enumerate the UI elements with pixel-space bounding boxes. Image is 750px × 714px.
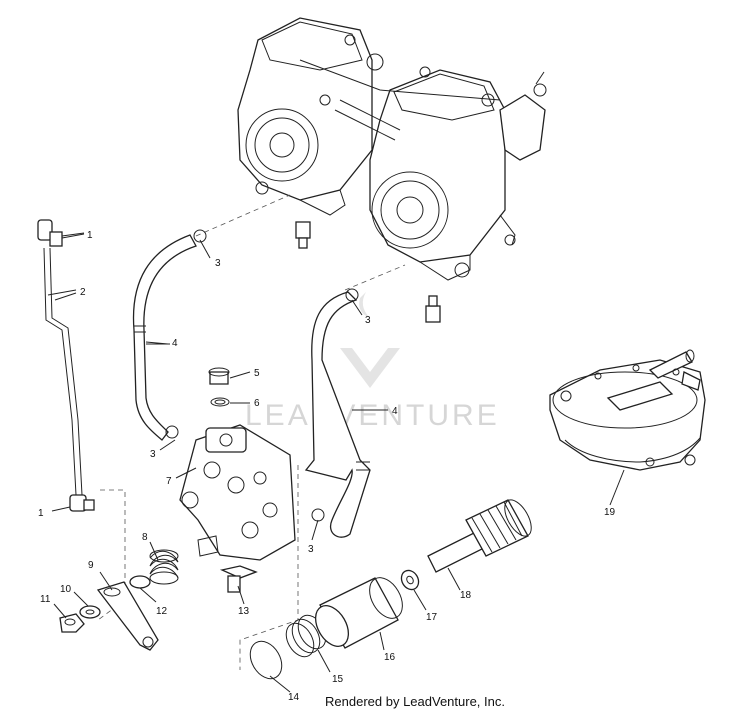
leadventure-watermark: LEADVENTURE <box>245 292 500 432</box>
callout-11: 11 <box>40 594 51 605</box>
callout-7: 7 <box>166 476 172 487</box>
callout-16: 16 <box>384 652 396 663</box>
callout-10: 10 <box>60 584 72 595</box>
callout-17: 17 <box>426 612 438 623</box>
footer-text: Rendered by LeadVenture, Inc. <box>325 694 505 709</box>
callout-3c: 3 <box>150 449 156 460</box>
callout-leaders <box>47 232 625 693</box>
part-7-oil-pump <box>179 367 296 593</box>
part-14-16-sleeve-set <box>249 577 403 680</box>
callout-18: 18 <box>460 590 472 601</box>
callout-5: 5 <box>254 368 260 379</box>
callout-4a: 4 <box>172 338 178 349</box>
part-19-fuel-pump <box>549 349 706 471</box>
callout-9: 9 <box>88 560 94 571</box>
callout-19: 19 <box>604 507 616 518</box>
callout-8: 8 <box>142 532 148 543</box>
callout-3a: 3 <box>215 258 221 269</box>
part-8-spring <box>149 549 179 585</box>
callout-2: 2 <box>80 287 86 298</box>
carburetor-assembly <box>237 17 547 323</box>
part-1-2-pulse-line <box>37 219 95 512</box>
callout-13: 13 <box>238 606 250 617</box>
part-17-18-drive-shaft <box>400 499 532 591</box>
callout-1a: 1 <box>87 230 93 241</box>
callout-labels: 1 2 3 4 3 4 5 6 3 7 1 3 8 9 10 11 12 13 … <box>38 230 616 703</box>
footer-credit: Rendered by LeadVenture, Inc. <box>0 694 750 709</box>
part-9-12-lever-hardware <box>59 575 159 651</box>
callout-1b: 1 <box>38 508 44 519</box>
callout-4b: 4 <box>392 406 398 417</box>
watermark-text: LEADVENTURE <box>245 399 500 432</box>
callout-12: 12 <box>156 606 168 617</box>
callout-6: 6 <box>254 398 260 409</box>
part-4-left-hose <box>132 229 207 441</box>
callout-3d: 3 <box>308 544 314 555</box>
leader-lines <box>97 194 406 670</box>
callout-14: 14 <box>288 692 300 703</box>
callout-15: 15 <box>332 674 344 685</box>
callout-3b: 3 <box>365 315 371 326</box>
